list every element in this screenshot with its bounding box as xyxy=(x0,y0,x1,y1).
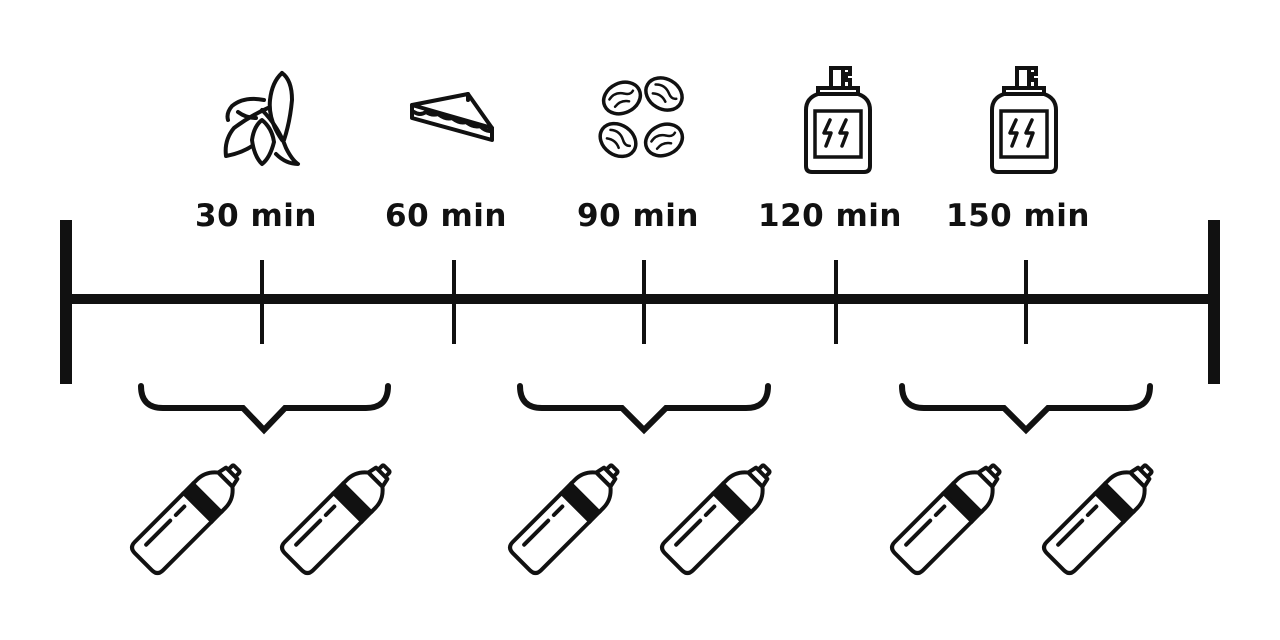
tick-label-90: 90 min xyxy=(577,198,699,234)
tick-label-30: 30 min xyxy=(195,198,317,234)
tick-label-150: 150 min xyxy=(946,198,1090,234)
water-bottle-icon xyxy=(129,454,251,576)
water-bottle-icon xyxy=(1041,454,1163,576)
water-bottle-icon xyxy=(659,454,781,576)
energy-gel-icon xyxy=(804,66,872,174)
brace-group-2 xyxy=(517,383,771,435)
brace-group-1 xyxy=(138,383,391,435)
sandwich-icon xyxy=(410,92,494,142)
tick-label-60: 60 min xyxy=(385,198,507,234)
energy-gel-icon xyxy=(990,66,1058,174)
water-bottle-icon xyxy=(889,454,1011,576)
dried-fruit-icon xyxy=(592,69,690,165)
brace-group-3 xyxy=(899,383,1153,435)
water-bottle-icon xyxy=(279,454,401,576)
banana-icon xyxy=(223,71,300,166)
water-bottle-icon xyxy=(507,454,629,576)
tick-label-120: 120 min xyxy=(758,198,902,234)
